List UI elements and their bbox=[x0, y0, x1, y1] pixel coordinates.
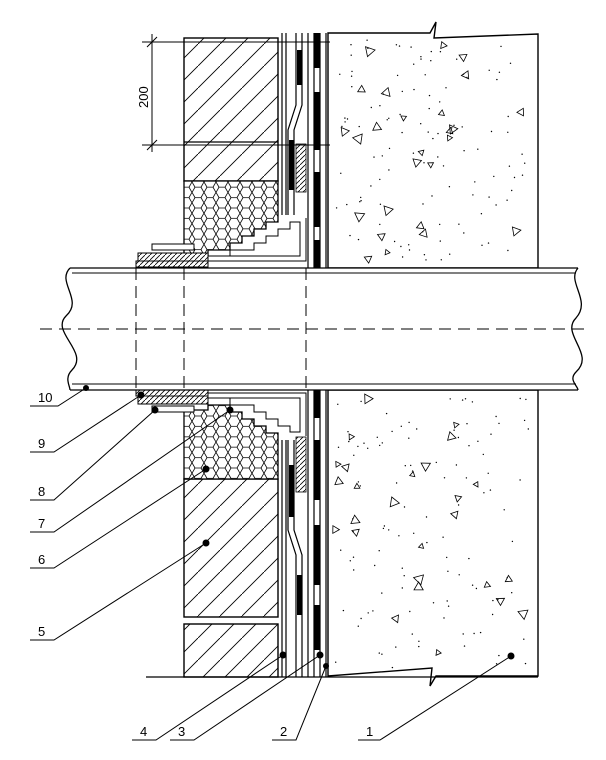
stepped-seal-upper bbox=[208, 218, 307, 262]
masonry-blocks bbox=[183, 37, 279, 678]
callout-3: 3 bbox=[170, 651, 324, 741]
pipe bbox=[40, 267, 590, 391]
callout-5: 5 bbox=[30, 539, 210, 641]
callout-4-label: 4 bbox=[140, 724, 147, 739]
membrane-layers-upper bbox=[281, 33, 327, 268]
callout-10: 10 bbox=[30, 385, 89, 407]
insulation-upper bbox=[183, 180, 279, 256]
callout-10-label: 10 bbox=[38, 390, 52, 405]
membrane-layers-lower bbox=[281, 390, 327, 677]
insulation-lower bbox=[183, 404, 279, 480]
callout-4: 4 bbox=[132, 651, 287, 741]
stepped-seal-lower bbox=[208, 392, 307, 436]
callout-5-label: 5 bbox=[38, 624, 45, 639]
callout-2: 2 bbox=[272, 663, 329, 741]
callout-3-label: 3 bbox=[178, 724, 185, 739]
callout-8: 8 bbox=[30, 406, 159, 501]
callout-9: 9 bbox=[30, 391, 145, 453]
callout-1: 1 bbox=[358, 652, 515, 741]
callout-1-label: 1 bbox=[366, 724, 373, 739]
callout-8-label: 8 bbox=[38, 484, 45, 499]
callout-7: 7 bbox=[30, 406, 234, 533]
dimension-200: 200 bbox=[136, 34, 330, 152]
callout-9-label: 9 bbox=[38, 436, 45, 451]
concrete-wall-lower bbox=[327, 389, 539, 687]
concrete-wall-upper bbox=[327, 21, 539, 269]
callout-2-label: 2 bbox=[280, 724, 287, 739]
sealant-collar-upper bbox=[135, 243, 209, 268]
callout-7-label: 7 bbox=[38, 516, 45, 531]
dimension-text: 200 bbox=[136, 86, 151, 108]
callouts: 1 2 3 4 5 6 bbox=[30, 385, 515, 741]
sealant-collar-lower bbox=[135, 389, 209, 413]
concrete-aggregate-marks bbox=[332, 39, 529, 669]
callout-6: 6 bbox=[30, 465, 210, 569]
callout-6-label: 6 bbox=[38, 552, 45, 567]
